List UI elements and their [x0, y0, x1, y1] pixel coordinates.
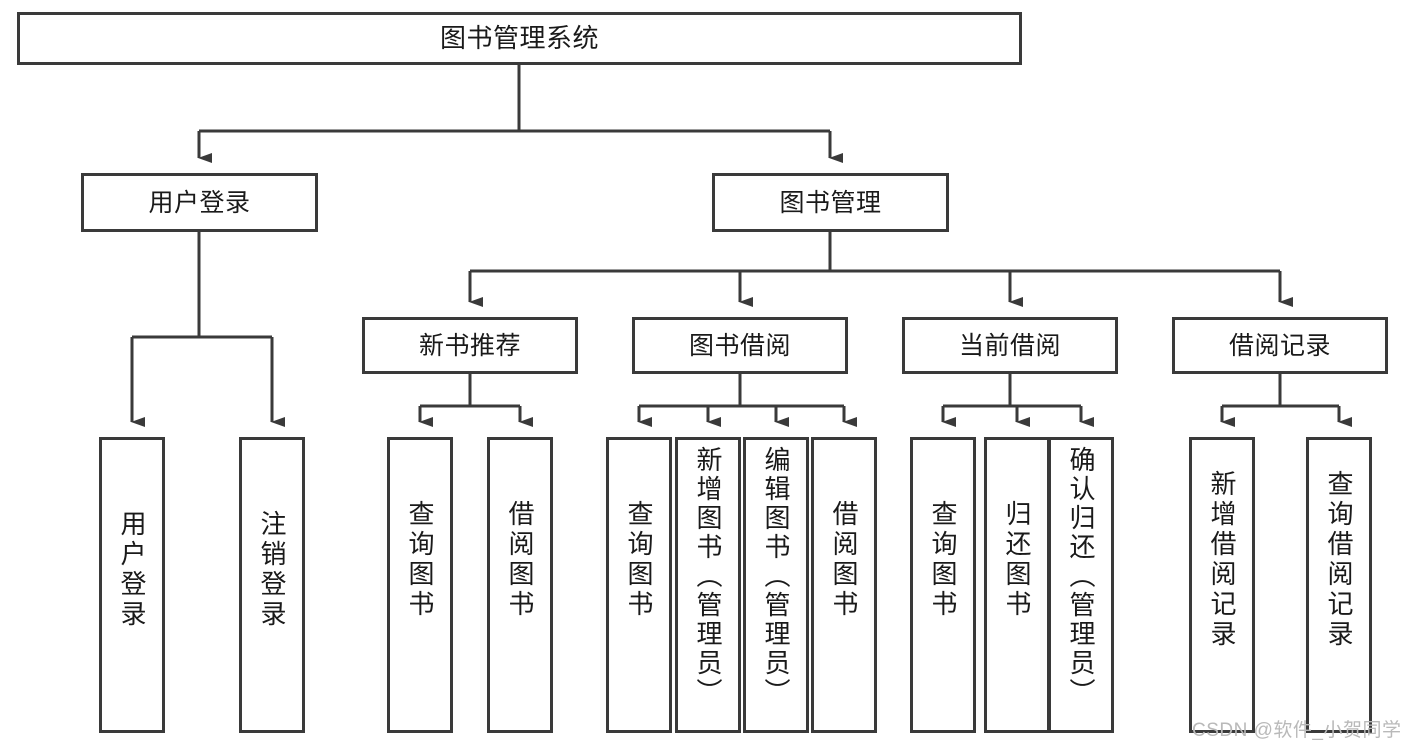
node-leaf-query-book-current[interactable]: 查询图书 — [910, 437, 976, 733]
node-label: 归还图书 — [1002, 500, 1032, 620]
node-book-borrow[interactable]: 图书借阅 — [632, 317, 848, 374]
node-current-borrow[interactable]: 当前借阅 — [902, 317, 1118, 374]
node-label: 借阅图书 — [505, 500, 535, 620]
node-label: 编辑图书（管理员） — [761, 446, 791, 707]
node-leaf-add-borrow-record[interactable]: 新增借阅记录 — [1189, 437, 1255, 733]
node-user-login[interactable]: 用户登录 — [81, 173, 318, 232]
node-leaf-borrow-book-newbook[interactable]: 借阅图书 — [487, 437, 553, 733]
node-leaf-query-borrow-record[interactable]: 查询借阅记录 — [1306, 437, 1372, 733]
node-label: 借阅图书 — [829, 500, 859, 620]
node-label: 确认归还（管理员） — [1066, 446, 1096, 707]
node-leaf-query-book-newbook[interactable]: 查询图书 — [387, 437, 453, 733]
node-label: 用户登录 — [148, 188, 251, 217]
node-label: 查询图书 — [928, 500, 958, 620]
node-label: 查询图书 — [405, 500, 435, 620]
node-leaf-edit-book-admin[interactable]: 编辑图书（管理员） — [743, 437, 809, 733]
node-borrow-records[interactable]: 借阅记录 — [1172, 317, 1388, 374]
node-label: 用户登录 — [117, 510, 147, 630]
node-label: 图书管理系统 — [439, 22, 599, 53]
node-leaf-return-book[interactable]: 归还图书 — [984, 437, 1050, 733]
node-label: 注销登录 — [257, 510, 287, 630]
node-label: 新增图书（管理员） — [693, 446, 723, 707]
node-leaf-query-book-borrow[interactable]: 查询图书 — [606, 437, 672, 733]
node-new-book-recommend[interactable]: 新书推荐 — [362, 317, 578, 374]
node-label: 图书管理 — [779, 188, 882, 217]
node-label: 借阅记录 — [1228, 331, 1331, 360]
node-leaf-user-login[interactable]: 用户登录 — [99, 437, 165, 733]
node-book-management[interactable]: 图书管理 — [712, 173, 949, 232]
node-label: 查询图书 — [624, 500, 654, 620]
node-label: 新增借阅记录 — [1207, 470, 1237, 650]
node-leaf-confirm-return-admin[interactable]: 确认归还（管理员） — [1048, 437, 1114, 733]
node-leaf-user-logout[interactable]: 注销登录 — [239, 437, 305, 733]
node-root-system[interactable]: 图书管理系统 — [17, 12, 1022, 65]
node-label: 当前借阅 — [958, 331, 1061, 360]
node-leaf-add-book-admin[interactable]: 新增图书（管理员） — [675, 437, 741, 733]
node-label: 查询借阅记录 — [1324, 470, 1354, 650]
node-label: 图书借阅 — [688, 331, 791, 360]
node-label: 新书推荐 — [418, 331, 521, 360]
node-leaf-borrow-book-borrow[interactable]: 借阅图书 — [811, 437, 877, 733]
